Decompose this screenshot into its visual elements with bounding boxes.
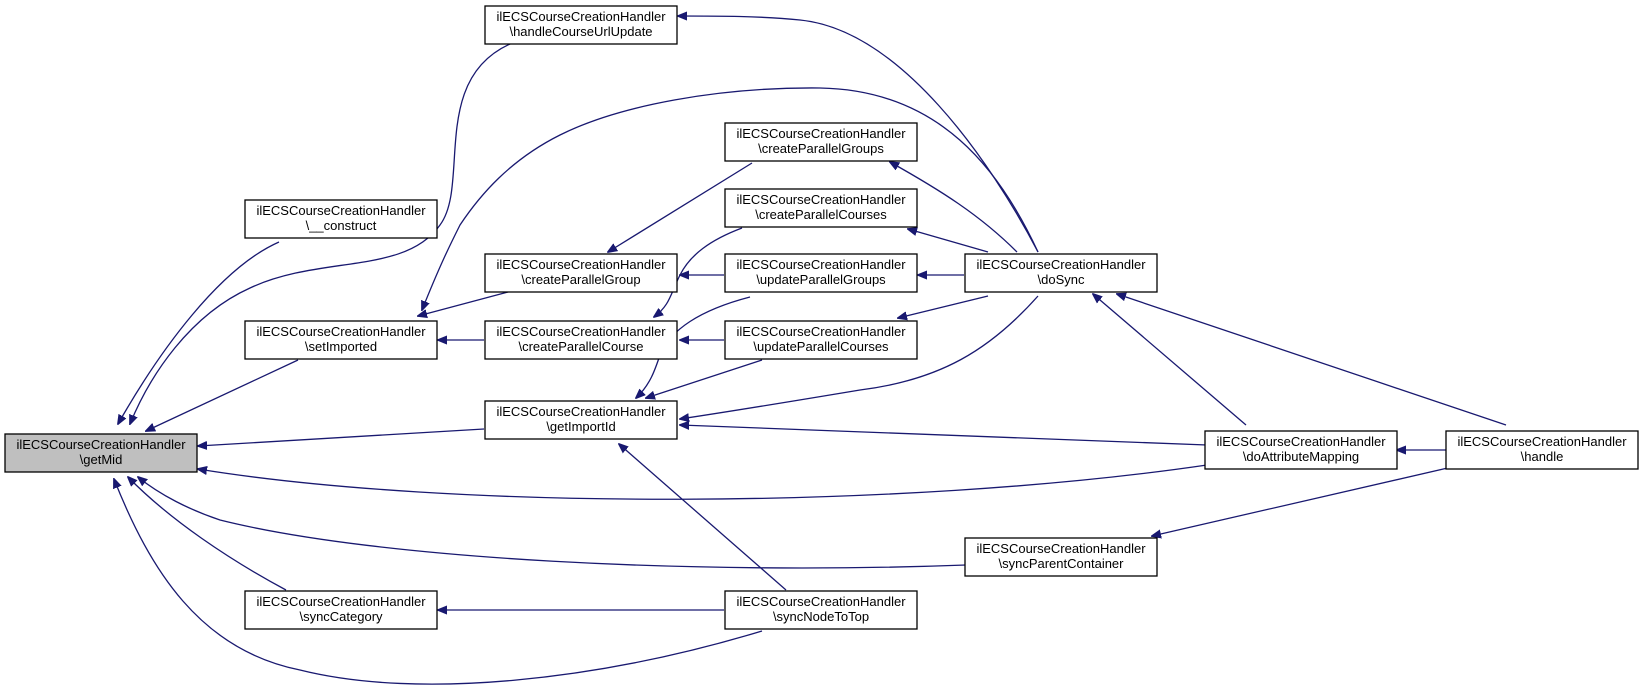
edge-createParallelCourses-to-createParallelCourse xyxy=(654,227,743,317)
node-doAttributeMapping[interactable]: ilECSCourseCreationHandler \doAttributeM… xyxy=(1204,430,1398,470)
edge-createParallelGroups-to-createParallelGroup xyxy=(608,162,753,252)
node-getImportId[interactable]: ilECSCourseCreationHandler \getImportId xyxy=(484,400,678,440)
node-setImported-method: \setImported xyxy=(305,339,377,354)
node-doSync-method: \doSync xyxy=(1038,272,1085,287)
node-syncNodeToTop-class: ilECSCourseCreationHandler xyxy=(736,594,906,609)
node-createParallelCourses-method: \createParallelCourses xyxy=(755,207,887,222)
node-getMid-method: \getMid xyxy=(80,452,123,467)
node-createParallelCourse-method: \createParallelCourse xyxy=(518,339,643,354)
edge-doAttributeMapping-to-doSync xyxy=(1093,294,1247,426)
node-updateParallelCourses[interactable]: ilECSCourseCreationHandler \updateParall… xyxy=(724,320,918,360)
node-updateParallelCourses-method: \updateParallelCourses xyxy=(753,339,889,354)
edge-doAttributeMapping-to-getImportId xyxy=(680,425,1208,446)
edge-doSync-to-createParallelCourses xyxy=(908,229,989,253)
node-syncCategory-class: ilECSCourseCreationHandler xyxy=(256,594,426,609)
node-doAttributeMapping-class: ilECSCourseCreationHandler xyxy=(1216,434,1386,449)
node-createParallelCourses-class: ilECSCourseCreationHandler xyxy=(736,192,906,207)
node-handle-class: ilECSCourseCreationHandler xyxy=(1457,434,1627,449)
node-handle[interactable]: ilECSCourseCreationHandler \handle xyxy=(1445,430,1639,470)
node-syncParentContainer[interactable]: ilECSCourseCreationHandler \syncParentCo… xyxy=(964,537,1158,577)
node-createParallelGroups[interactable]: ilECSCourseCreationHandler \createParall… xyxy=(724,122,918,162)
node-syncCategory[interactable]: ilECSCourseCreationHandler \syncCategory xyxy=(244,590,438,630)
edge-doSync-to-setImported xyxy=(422,87,1039,310)
node-createParallelGroups-method: \createParallelGroups xyxy=(758,141,884,156)
node-doSync-class: ilECSCourseCreationHandler xyxy=(976,257,1146,272)
edge-doAttributeMapping-to-getMid xyxy=(198,464,1208,500)
node-construct-method: \__construct xyxy=(306,218,377,233)
node-updateParallelGroups-class: ilECSCourseCreationHandler xyxy=(736,257,906,272)
node-doAttributeMapping-method: \doAttributeMapping xyxy=(1243,449,1359,464)
node-syncParentContainer-class: ilECSCourseCreationHandler xyxy=(976,541,1146,556)
node-syncNodeToTop-method: \syncNodeToTop xyxy=(773,609,869,624)
edge-syncParentContainer-to-getMid xyxy=(138,477,967,569)
node-construct-class: ilECSCourseCreationHandler xyxy=(256,203,426,218)
node-syncNodeToTop[interactable]: ilECSCourseCreationHandler \syncNodeToTo… xyxy=(724,590,918,630)
edge-handle-to-syncParentContainer xyxy=(1152,466,1453,536)
edge-construct-to-getMid xyxy=(118,241,280,424)
edge-createParallelGroup-to-setImported xyxy=(418,291,509,316)
node-createParallelGroups-class: ilECSCourseCreationHandler xyxy=(736,126,906,141)
node-handle-method: \handle xyxy=(1521,449,1564,464)
node-getImportId-method: \getImportId xyxy=(546,419,615,434)
node-setImported[interactable]: ilECSCourseCreationHandler \setImported xyxy=(244,320,438,360)
node-setImported-class: ilECSCourseCreationHandler xyxy=(256,324,426,339)
nodes-layer: ilECSCourseCreationHandler \getMid ilECS… xyxy=(4,5,1639,630)
node-getMid[interactable]: ilECSCourseCreationHandler \getMid xyxy=(4,433,198,473)
node-getImportId-class: ilECSCourseCreationHandler xyxy=(496,404,666,419)
edge-handle-to-doSync xyxy=(1117,294,1507,426)
edge-updateParallelCourses-to-getImportId xyxy=(646,359,763,398)
node-syncParentContainer-method: \syncParentContainer xyxy=(998,556,1124,571)
node-updateParallelGroups[interactable]: ilECSCourseCreationHandler \updateParall… xyxy=(724,253,918,293)
node-handleCourseUrlUpdate-class: ilECSCourseCreationHandler xyxy=(496,9,666,24)
node-handleCourseUrlUpdate-method: \handleCourseUrlUpdate xyxy=(509,24,652,39)
edge-doSync-to-createParallelGroups xyxy=(890,162,1018,253)
node-createParallelGroup-method: \createParallelGroup xyxy=(521,272,640,287)
node-updateParallelGroups-method: \updateParallelGroups xyxy=(756,272,886,287)
edge-syncNodeToTop-to-getImportId xyxy=(619,444,787,591)
edge-syncNodeToTop-to-getMid xyxy=(114,479,763,685)
node-createParallelCourse[interactable]: ilECSCourseCreationHandler \createParall… xyxy=(484,320,678,360)
edge-setImported-to-getMid xyxy=(146,359,299,431)
node-createParallelGroup[interactable]: ilECSCourseCreationHandler \createParall… xyxy=(484,253,678,293)
node-createParallelCourse-class: ilECSCourseCreationHandler xyxy=(496,324,666,339)
node-getMid-class: ilECSCourseCreationHandler xyxy=(16,437,186,452)
edge-doSync-to-getImportId xyxy=(680,295,1039,419)
node-updateParallelCourses-class: ilECSCourseCreationHandler xyxy=(736,324,906,339)
node-createParallelGroup-class: ilECSCourseCreationHandler xyxy=(496,257,666,272)
node-createParallelCourses[interactable]: ilECSCourseCreationHandler \createParall… xyxy=(724,188,918,228)
edge-handleCourseUrlUpdate-to-getMid xyxy=(130,43,511,424)
node-syncCategory-method: \syncCategory xyxy=(299,609,383,624)
node-doSync[interactable]: ilECSCourseCreationHandler \doSync xyxy=(964,253,1158,293)
edge-doSync-to-updateParallelCourses xyxy=(898,295,989,318)
edge-syncCategory-to-getMid xyxy=(128,477,287,591)
edge-getImportId-to-getMid xyxy=(198,428,485,446)
node-handleCourseUrlUpdate[interactable]: ilECSCourseCreationHandler \handleCourse… xyxy=(484,5,678,45)
node-construct[interactable]: ilECSCourseCreationHandler \__construct xyxy=(244,199,438,239)
edges-layer xyxy=(114,16,1507,685)
